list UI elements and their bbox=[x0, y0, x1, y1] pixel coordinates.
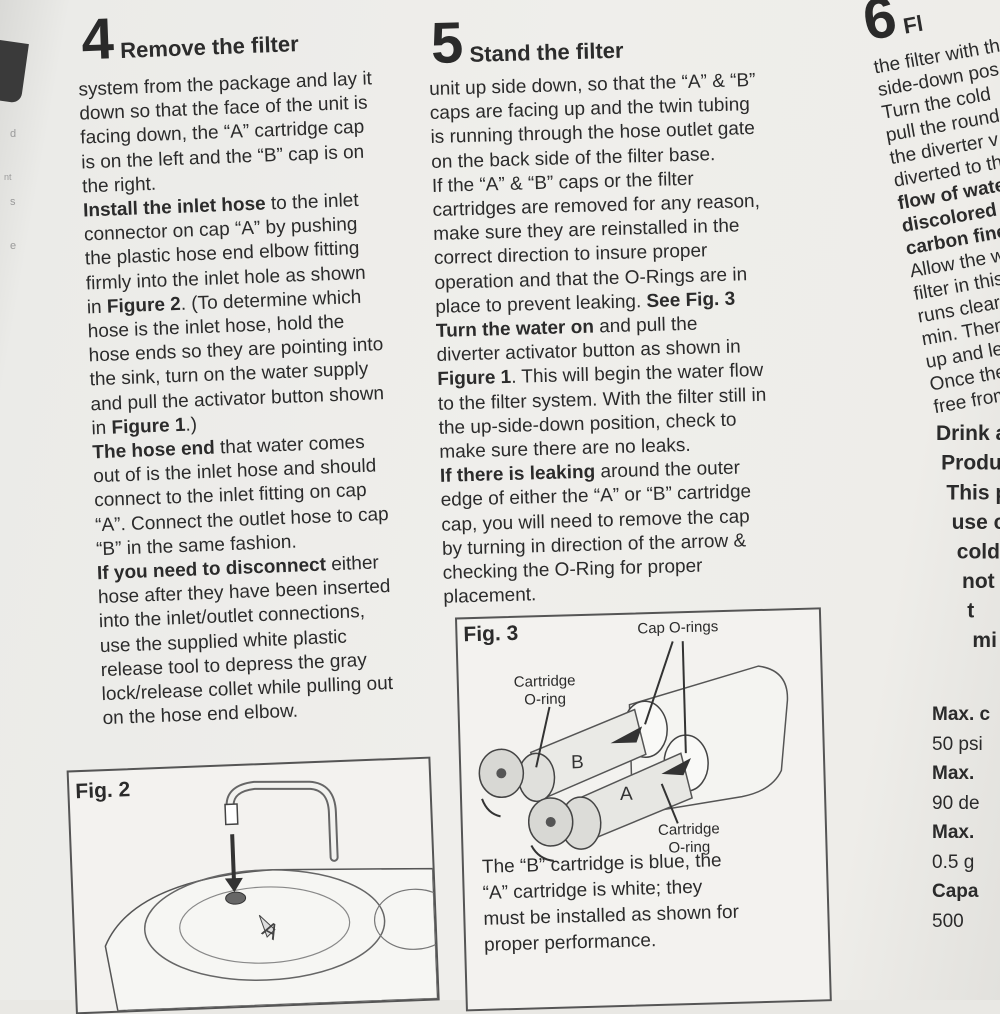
line-text: 0.5 g bbox=[932, 851, 975, 873]
line-text: to the inlet bbox=[265, 189, 359, 215]
section6-specs-line: 50 psi bbox=[932, 730, 990, 760]
line-text: placement. bbox=[443, 584, 537, 609]
bold-phrase: t bbox=[967, 599, 975, 623]
page-spine-shadow bbox=[0, 36, 29, 104]
figure-2: Fig. 2 A bbox=[66, 756, 440, 1014]
bold-phrase: Max. bbox=[932, 763, 975, 784]
svg-text:A: A bbox=[620, 784, 634, 805]
line-text: either bbox=[325, 552, 380, 576]
bold-phrase: This p bbox=[946, 481, 1000, 505]
section6-lines-line: Drink an bbox=[936, 419, 1000, 449]
figure-2-illustration: A bbox=[104, 780, 438, 1012]
figure-3: Fig. 3 Cap O-rings Cartridge O-ring Cart… bbox=[454, 607, 832, 1012]
line-text: checking the O-Ring for proper bbox=[442, 555, 703, 584]
section-5-body: unit up side down, so that the “A” & “B”… bbox=[429, 69, 772, 610]
left-margin-text-4: e bbox=[10, 240, 17, 252]
bold-phrase: Produ bbox=[941, 451, 1000, 475]
bold-phrase: Max. bbox=[932, 822, 975, 843]
bold-phrase: Capa bbox=[932, 881, 979, 902]
section6-specs-line: Max. bbox=[932, 759, 990, 789]
section6-lines-line: mi bbox=[972, 626, 1000, 656]
line-text: in bbox=[91, 417, 112, 440]
section-4-number: 4 bbox=[80, 6, 114, 73]
section6-specs-line: Capa bbox=[932, 877, 990, 907]
section-5-number: 5 bbox=[430, 10, 463, 76]
left-margin-text-3: s bbox=[10, 196, 16, 208]
bold-phrase: mi bbox=[972, 628, 997, 652]
line-text: the right. bbox=[81, 173, 157, 198]
line-text: .) bbox=[185, 414, 198, 436]
section-6-heading: 6 Fl bbox=[858, 0, 927, 54]
bold-phrase: Figure 1 bbox=[111, 414, 186, 439]
left-margin-text-2: nt bbox=[4, 172, 12, 182]
section-5-column: 5 Stand the filter unit up side down, so… bbox=[429, 0, 840, 1012]
bold-phrase: Figure 2 bbox=[106, 293, 182, 318]
section-6-title: Fl bbox=[901, 10, 925, 39]
section6-lines-line: not bbox=[962, 567, 1000, 597]
line-text: and pull the bbox=[593, 313, 698, 338]
figure-3-illustration: B A bbox=[478, 641, 789, 862]
section6-lines-line: Produ bbox=[941, 449, 1000, 479]
section6-lines-line: use c bbox=[952, 508, 1000, 538]
section-5-heading: 5 Stand the filter bbox=[430, 5, 624, 77]
line-text: 50 psi bbox=[932, 733, 983, 755]
bold-phrase: cold bbox=[956, 540, 1000, 564]
line-text: 90 de bbox=[932, 792, 980, 814]
bold-phrase: The hose end bbox=[92, 437, 216, 464]
line-text: place to prevent leaking. bbox=[435, 290, 647, 318]
section6-specs-line: Max. bbox=[932, 818, 990, 848]
section6-specs-line: Max. c bbox=[932, 700, 990, 730]
bold-phrase: If there is leaking bbox=[439, 461, 596, 488]
line-text: in bbox=[86, 296, 108, 319]
section6-specs-line: 0.5 g bbox=[932, 848, 990, 878]
bold-phrase: use c bbox=[951, 510, 1000, 534]
line-text: around the outer bbox=[594, 457, 741, 483]
section-6-number: 6 bbox=[858, 0, 900, 54]
section-5-title: Stand the filter bbox=[469, 37, 624, 67]
line-text: 500 bbox=[932, 910, 964, 932]
section6-specs-line: 90 de bbox=[932, 789, 990, 819]
bold-phrase: Drink an bbox=[935, 422, 1000, 446]
bold-phrase: Max. c bbox=[932, 704, 991, 725]
left-margin-text-1: d bbox=[10, 128, 17, 140]
bold-phrase: Figure 1 bbox=[437, 367, 512, 391]
bold-phrase: not bbox=[961, 569, 995, 593]
line-text: that water comes bbox=[214, 431, 366, 459]
bold-phrase: See Fig. 3 bbox=[646, 288, 736, 312]
section6-specs-line: 500 bbox=[932, 907, 990, 937]
svg-text:B: B bbox=[571, 752, 584, 773]
section6-lines-line: t bbox=[967, 596, 1000, 626]
section-4-heading: 4 Remove the filter bbox=[80, 0, 299, 73]
bold-phrase: Turn the water on bbox=[435, 316, 595, 342]
section6-lines-line: cold bbox=[957, 537, 1000, 567]
figure-3-caption: The “B” cartridge is blue, the “A” cartr… bbox=[482, 848, 740, 959]
section6-lines-line: This p bbox=[946, 478, 1000, 508]
section-4-title: Remove the filter bbox=[119, 31, 300, 63]
